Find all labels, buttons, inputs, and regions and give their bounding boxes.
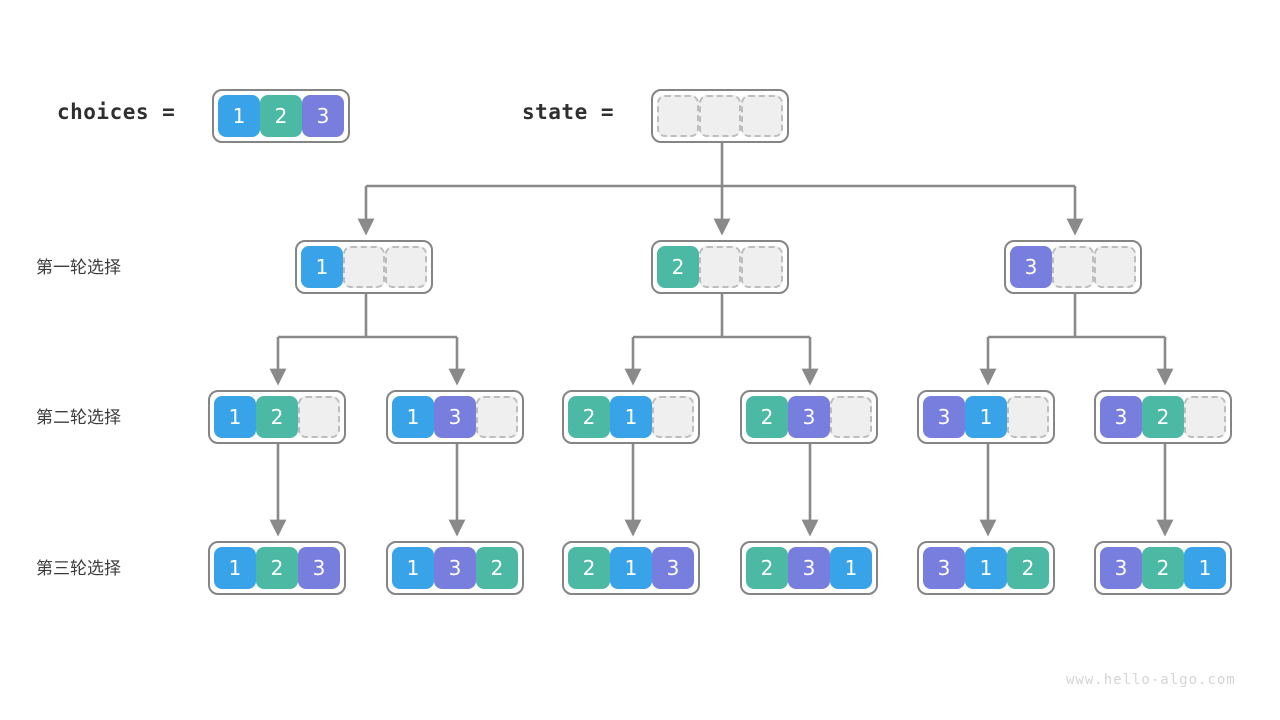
row-label-round-3: 第三轮选择: [36, 559, 121, 579]
round-3-node-1-cell-1: 1: [214, 547, 256, 589]
round-1-node-3-cell-1: 3: [1010, 246, 1052, 288]
round-2-node-3-cell-1: 2: [568, 396, 610, 438]
round-1-node-1-cell-1: 1: [301, 246, 343, 288]
round-1-node-3-cell-2: [1052, 246, 1094, 288]
round-3-node-2-cell-3: 2: [476, 547, 518, 589]
round-3-node-5-cell-2: 1: [965, 547, 1007, 589]
watermark: www.hello-algo.com: [1066, 672, 1236, 688]
round-2-node-5-cell-3: [1007, 396, 1049, 438]
round-2-node-1-cell-2: 2: [256, 396, 298, 438]
round-2-node-4-cell-2: 3: [788, 396, 830, 438]
round-3-node-3-cell-1: 2: [568, 547, 610, 589]
round-3-node-2-cell-2: 3: [434, 547, 476, 589]
round-3-node-6-cell-2: 2: [1142, 547, 1184, 589]
round-3-node-2-cell-1: 1: [392, 547, 434, 589]
state-cell-2: [699, 95, 741, 137]
round-2-node-3-cell-2: 1: [610, 396, 652, 438]
round-2-node-6-cell-3: [1184, 396, 1226, 438]
round-3-node-4-cell-3: 1: [830, 547, 872, 589]
round-3-node-3-cell-2: 1: [610, 547, 652, 589]
state-cell-1: [657, 95, 699, 137]
round-1-node-1-cell-3: [385, 246, 427, 288]
round-1-node-1-cell-2: [343, 246, 385, 288]
state-label: state =: [522, 100, 615, 124]
round-2-node-1-cell-3: [298, 396, 340, 438]
round-3-node-1-cell-2: 2: [256, 547, 298, 589]
round-1-node-3-cell-3: [1094, 246, 1136, 288]
round-3-node-5-cell-1: 3: [923, 547, 965, 589]
round-3-node-4-cell-1: 2: [746, 547, 788, 589]
round-3-node-3-cell-3: 3: [652, 547, 694, 589]
choices-cell-1: 1: [218, 95, 260, 137]
choices-label: choices =: [57, 100, 176, 124]
round-2-node-2-cell-3: [476, 396, 518, 438]
choices-cell-2: 2: [260, 95, 302, 137]
round-3-node-6-cell-1: 3: [1100, 547, 1142, 589]
round-2-node-6-cell-2: 2: [1142, 396, 1184, 438]
round-2-node-5-cell-2: 1: [965, 396, 1007, 438]
round-2-node-4-cell-3: [830, 396, 872, 438]
round-1-node-3: 3: [1004, 240, 1142, 294]
round-1-node-2-cell-2: [699, 246, 741, 288]
row-label-round-1: 第一轮选择: [36, 258, 121, 278]
round-1-node-2-cell-3: [741, 246, 783, 288]
state-cell-3: [741, 95, 783, 137]
round-2-node-1-cell-1: 1: [214, 396, 256, 438]
state-array: [651, 89, 789, 143]
round-3-node-5-cell-3: 2: [1007, 547, 1049, 589]
round-1-node-2-cell-1: 2: [657, 246, 699, 288]
round-2-node-3-cell-3: [652, 396, 694, 438]
round-2-node-2-cell-1: 1: [392, 396, 434, 438]
round-2-node-6-cell-1: 3: [1100, 396, 1142, 438]
round-1-node-2: 2: [651, 240, 789, 294]
round-3-node-6-cell-3: 1: [1184, 547, 1226, 589]
round-1-node-1: 1: [295, 240, 433, 294]
round-2-node-5-cell-1: 3: [923, 396, 965, 438]
round-3-node-4-cell-2: 3: [788, 547, 830, 589]
choices-cell-3: 3: [302, 95, 344, 137]
round-2-node-2-cell-2: 3: [434, 396, 476, 438]
round-3-node-1-cell-3: 3: [298, 547, 340, 589]
round-2-node-4-cell-1: 2: [746, 396, 788, 438]
row-label-round-2: 第二轮选择: [36, 408, 121, 428]
